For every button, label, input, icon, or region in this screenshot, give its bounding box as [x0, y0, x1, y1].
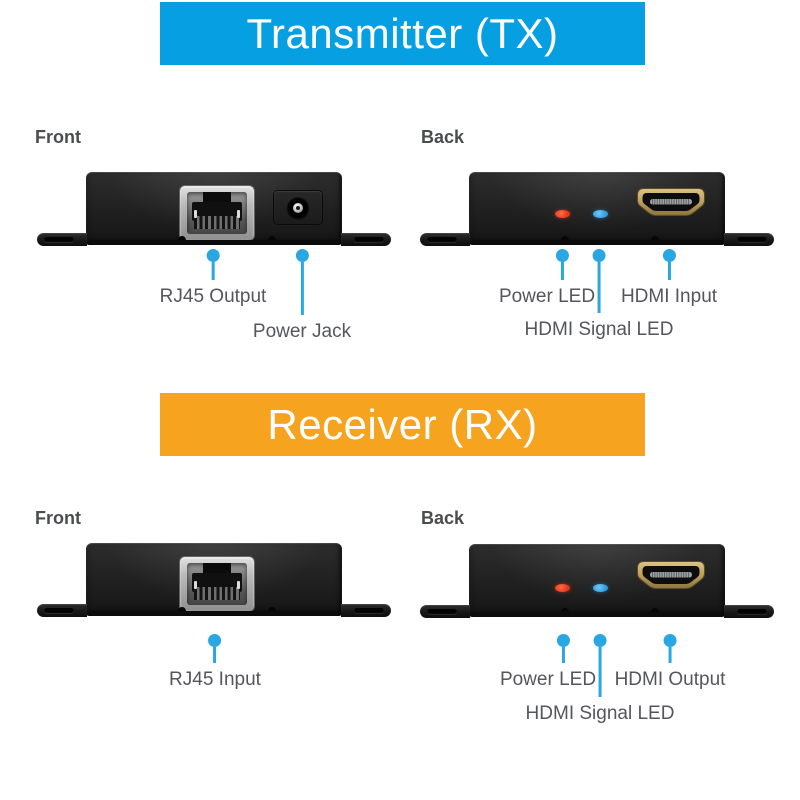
callout-hdmi-signal-led: HDMI Signal LED	[525, 634, 675, 725]
callout-label: HDMI Input	[620, 286, 718, 307]
callout-line	[300, 262, 304, 315]
mounting-ear-left	[37, 233, 87, 246]
callout-line	[560, 262, 564, 280]
rj45-notch	[194, 581, 197, 589]
callout-dot	[556, 634, 570, 647]
callout-rj45-input: RJ45 Input	[169, 634, 261, 691]
screw-notch	[561, 236, 569, 241]
callout-line	[598, 647, 602, 697]
callout-rj45-output: RJ45 Output	[159, 249, 267, 308]
rj45-notch	[194, 210, 197, 218]
ear-slot	[44, 236, 74, 243]
ear-slot	[354, 607, 384, 614]
callout-line	[667, 262, 671, 280]
callout-line	[561, 647, 565, 663]
ear-slot	[427, 608, 457, 615]
screw-notch	[268, 607, 276, 612]
callout-dot	[206, 249, 220, 262]
callout-dot	[593, 634, 607, 647]
screw-notch	[651, 236, 659, 241]
power-jack-pin	[293, 202, 303, 213]
callout-line	[211, 262, 215, 280]
power-led	[555, 210, 570, 218]
rj45-inner	[187, 563, 247, 605]
screw-notch	[268, 236, 276, 241]
ear-slot	[354, 236, 384, 243]
rx-back-device	[420, 544, 774, 618]
callout-label: RJ45 Input	[169, 669, 261, 690]
power-jack	[274, 191, 322, 224]
callout-hdmi-signal-led: HDMI Signal LED	[524, 249, 674, 341]
callout-dot	[662, 249, 676, 262]
rx-banner: Receiver (RX)	[160, 393, 645, 456]
rx-back-section-label: Back	[421, 508, 465, 528]
callout-label: HDMI Output	[614, 669, 726, 690]
callout-dot	[555, 249, 569, 262]
ear-slot	[44, 607, 74, 614]
screw-notch	[178, 236, 186, 241]
callout-dot	[663, 634, 677, 647]
tx-banner: Transmitter (TX)	[160, 2, 645, 65]
callout-label: RJ45 Output	[159, 286, 267, 307]
tx-back-device	[420, 172, 774, 246]
callout-line	[597, 262, 601, 313]
callout-dot	[295, 249, 309, 262]
rj45-port	[180, 557, 254, 611]
rj45-notch	[237, 581, 240, 589]
screw-notch	[561, 608, 569, 613]
tx-back-section-label: Back	[421, 127, 465, 147]
callout-line	[213, 647, 217, 663]
ear-slot	[737, 236, 767, 243]
hdmi-signal-led	[593, 584, 608, 592]
callout-power-led: Power LED	[500, 634, 611, 691]
ear-slot	[427, 236, 457, 243]
ear-slot	[737, 608, 767, 615]
callout-hdmi-output: HDMI Output	[614, 634, 726, 691]
rj45-pins	[194, 216, 240, 229]
callout-label: HDMI Signal LED	[525, 703, 675, 724]
mounting-ear-left	[420, 233, 470, 246]
tx-banner-label: Transmitter (TX)	[246, 9, 559, 57]
callout-power-led: Power LED	[499, 249, 610, 308]
callout-dot	[208, 634, 222, 647]
rj45-clip	[203, 192, 231, 205]
callout-label: Power Jack	[252, 321, 352, 342]
mounting-ear-right	[341, 604, 391, 617]
mounting-ear-right	[724, 605, 774, 618]
callout-label: HDMI Signal LED	[524, 319, 674, 340]
callout-hdmi-input: HDMI Input	[621, 249, 717, 308]
callout-power-jack: Power Jack	[253, 249, 351, 343]
rj45-port	[180, 186, 254, 240]
rx-front-section-label: Front	[35, 508, 81, 528]
screw-notch	[178, 607, 186, 612]
hdmi-port	[637, 561, 705, 589]
mounting-ear-right	[341, 233, 391, 246]
hdmi-signal-led	[593, 210, 608, 218]
callout-dot	[592, 249, 606, 262]
callout-label: Power LED	[498, 286, 596, 307]
rj45-inner	[187, 192, 247, 234]
rx-front-device	[37, 543, 391, 617]
rj45-notch	[237, 210, 240, 218]
power-led	[555, 584, 570, 592]
hdmi-port	[637, 188, 705, 216]
callout-label: Power LED	[499, 669, 597, 690]
mounting-ear-left	[37, 604, 87, 617]
rj45-clip	[203, 563, 231, 576]
tx-front-device	[37, 172, 391, 246]
mounting-ear-left	[420, 605, 470, 618]
rx-banner-label: Receiver (RX)	[267, 400, 538, 448]
tx-front-section-label: Front	[35, 127, 81, 147]
mounting-ear-right	[724, 233, 774, 246]
callout-line	[668, 647, 672, 663]
rj45-pins	[194, 587, 240, 600]
screw-notch	[651, 608, 659, 613]
